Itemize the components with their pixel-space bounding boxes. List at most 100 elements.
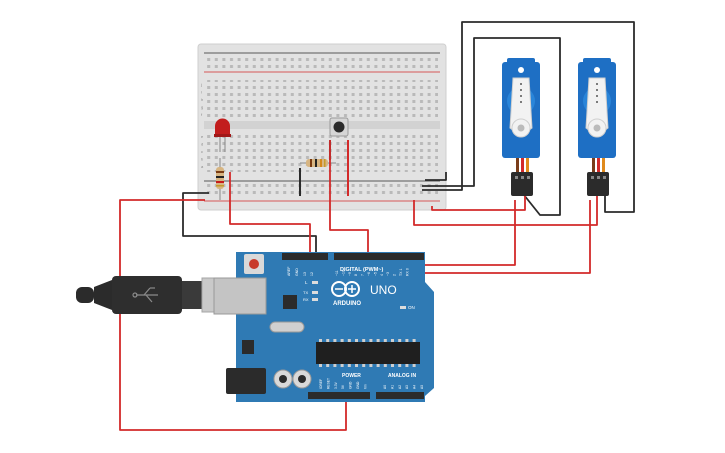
wire-red-led-pin [229, 172, 311, 252]
analog-header [376, 392, 424, 399]
pin-label-power: 5V [341, 384, 345, 389]
wire-red-5v [119, 199, 347, 431]
usb-icon [132, 287, 158, 303]
row-letter: d [201, 142, 203, 147]
chip-pin [326, 364, 330, 367]
tx-led-label: TX [303, 290, 308, 295]
wire-gnd-arduino [182, 192, 317, 252]
pin-label-digital: RX 0 [405, 268, 409, 276]
wire-red-servo1-vcc [431, 192, 526, 211]
pin-label-analog: A2 [398, 385, 402, 389]
pin-label-gnd: GND [295, 268, 299, 276]
breadboard-top-terminals [206, 80, 438, 118]
resistor-button [300, 159, 336, 167]
pin-label-digital: 13 [303, 272, 307, 276]
chip-pin [362, 364, 366, 367]
pin-label-digital: ~5 [373, 272, 377, 276]
pin-label-digital: 7 [361, 274, 365, 276]
bottom-power-rail [204, 180, 440, 202]
pin-label-power: IOREF [319, 379, 323, 389]
chip-pin [333, 364, 337, 367]
pin-label-power: GND [349, 381, 353, 389]
pushbutton [329, 117, 349, 137]
pin-label-analog: A0 [383, 385, 387, 389]
chip-pin [347, 364, 351, 367]
pin-label-digital: TX 1 [399, 269, 403, 276]
wire-black-servo2 [422, 21, 635, 213]
pin-label-digital: ~6 [367, 272, 371, 276]
analog-label: ANALOG IN [388, 373, 416, 379]
chip-pin [340, 339, 344, 342]
chip-pin [376, 339, 380, 342]
row-letter: j [200, 82, 202, 87]
pin-label-power: Vin [363, 384, 367, 389]
chip-pin [347, 339, 351, 342]
pin-label-digital: ~3 [386, 272, 390, 276]
chip-pin [319, 339, 322, 342]
chip-pin [319, 364, 322, 367]
power-label: POWER [342, 373, 361, 379]
row-letter: h [201, 97, 203, 102]
pin-label-digital: ~9 [348, 272, 352, 276]
power-header [308, 392, 370, 399]
pin-label-analog: A1 [390, 385, 394, 389]
pin-label-power: GND [356, 381, 360, 389]
pin-label-digital: 4 [380, 274, 384, 276]
pin-label-digital: ~11 [335, 270, 339, 276]
pin-label-analog: A4 [413, 385, 417, 389]
row-letter: f [201, 112, 203, 117]
top-power-rail [204, 52, 440, 73]
chip-pin [383, 364, 387, 367]
pin-label-analog: A5 [420, 385, 424, 389]
row-letter: g [201, 105, 203, 110]
arduino-logo-icon [331, 281, 360, 297]
pin-label-digital: 12 [310, 272, 314, 276]
l-led-label: L [305, 280, 308, 285]
red-led [214, 118, 231, 152]
pin-label-analog: A3 [405, 385, 409, 389]
wire-red-servo2-vcc [413, 192, 598, 226]
pin-label-digital: 8 [354, 274, 358, 276]
resistor-led [216, 158, 224, 200]
chip-pin [376, 364, 380, 367]
model-label: UNO [370, 283, 397, 297]
pin-label-power: RESET [326, 378, 330, 389]
on-led-label: ON [408, 305, 415, 310]
chip-pin [369, 364, 373, 367]
chip-pin [355, 364, 358, 367]
wire-black-servo1 [422, 37, 561, 216]
rx-led-label: RX [303, 297, 309, 302]
chip-pin [398, 364, 402, 367]
pin-label-power: 3.3V [334, 381, 338, 389]
chip-pin [391, 339, 394, 342]
chip-pin [333, 339, 337, 342]
servo-motor-2 [578, 58, 616, 196]
chip-pin [405, 339, 409, 342]
chip-pin [340, 364, 344, 367]
pin-label-digital: 2 [393, 274, 397, 276]
row-letter: e [201, 134, 204, 139]
row-letter: i [201, 90, 202, 95]
pin-label-aref: AREF [287, 267, 291, 276]
wire-red-button-pin [329, 140, 369, 252]
chip-pin [412, 364, 416, 367]
chip-pin [362, 339, 366, 342]
digital-header-left [282, 253, 328, 260]
arduino-uno-board: ARDUINO UNO DIGITAL (PWM~) POWER ANALOG … [213, 252, 434, 402]
microcontroller-chip [316, 342, 420, 364]
wire-black-rail [425, 172, 447, 181]
chip-pin [326, 339, 330, 342]
row-letter: a [201, 164, 204, 169]
servo-motor-1 [502, 58, 540, 196]
chip-pin [405, 364, 409, 367]
digital-label: DIGITAL (PWM~) [340, 267, 384, 273]
row-letter: c [201, 149, 203, 154]
breadboard-center-channel [204, 121, 440, 129]
row-letter: b [201, 157, 204, 162]
chip-pin [391, 364, 394, 367]
